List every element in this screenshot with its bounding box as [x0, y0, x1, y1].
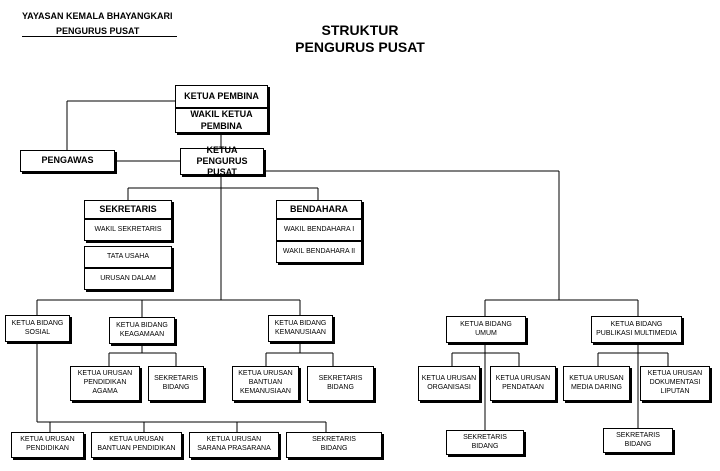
- organization-subtitle: PENGURUS PUSAT: [22, 26, 177, 37]
- ketua-bidang-publikasi-box: KETUA BIDANG PUBLIKASI MULTIMEDIA: [591, 316, 682, 343]
- ketua-bidang-keagamaan-box: KETUA BIDANG KEAGAMAAN: [109, 317, 175, 344]
- tata-usaha-box: TATA USAHA: [84, 246, 172, 268]
- ketua-urusan-bantuan-kemanusiaan-box: KETUA URUSAN BANTUAN KEMANUSIAAN: [232, 366, 299, 401]
- sekretaris-bidang-publikasi-box: SEKRETARIS BIDANG: [603, 428, 673, 453]
- sekretaris-bidang-keagamaan-box: SEKRETARIS BIDANG: [148, 366, 204, 401]
- sekretaris-bidang-kemanusiaan-box: SEKRETARIS BIDANG: [307, 366, 374, 401]
- ketua-urusan-dokumentasi-liputan-box: KETUA URUSAN DOKUMENTASI LIPUTAN: [640, 366, 710, 401]
- wakil-sekretaris-box: WAKIL SEKRETARIS: [84, 219, 172, 241]
- sekretaris-bidang-umum-box: SEKRETARIS BIDANG: [446, 430, 524, 455]
- wakil-bendahara-2-box: WAKIL BENDAHARA II: [276, 241, 362, 263]
- chart-title-line-2: PENGURUS PUSAT: [295, 39, 425, 55]
- ketua-pembina-box: KETUA PEMBINA: [175, 85, 268, 108]
- ketua-bidang-kemanusiaan-box: KETUA BIDANG KEMANUSIAAN: [268, 315, 333, 342]
- ketua-urusan-media-daring-box: KETUA URUSAN MEDIA DARING: [563, 366, 630, 401]
- urusan-dalam-box: URUSAN DALAM: [84, 268, 172, 290]
- ketua-bidang-umum-box: KETUA BIDANG UMUM: [446, 316, 526, 343]
- ketua-urusan-pendataan-box: KETUA URUSAN PENDATAAN: [490, 366, 556, 401]
- ketua-urusan-pendidikan-agama-box: KETUA URUSAN PENDIDIKAN AGAMA: [70, 366, 140, 401]
- ketua-urusan-organisasi-box: KETUA URUSAN ORGANISASI: [418, 366, 480, 401]
- ketua-urusan-pendidikan-box: KETUA URUSAN PENDIDIKAN: [11, 432, 84, 458]
- pengawas-box: PENGAWAS: [20, 150, 115, 172]
- bendahara-box: BENDAHARA: [276, 200, 362, 219]
- wakil-bendahara-1-box: WAKIL BENDAHARA I: [276, 219, 362, 241]
- ketua-bidang-sosial-box: KETUA BIDANG SOSIAL: [5, 315, 70, 342]
- ketua-urusan-sarana-prasarana-box: KETUA URUSAN SARANA PRASARANA: [189, 432, 279, 458]
- sekretaris-box: SEKRETARIS: [84, 200, 172, 219]
- chart-title-line-1: STRUKTUR: [321, 22, 399, 38]
- ketua-urusan-bantuan-pendidikan-box: KETUA URUSAN BANTUAN PENDIDIKAN: [91, 432, 182, 458]
- sekretaris-bidang-sosial-box: SEKRETARIS BIDANG: [286, 432, 382, 458]
- organization-name: YAYASAN KEMALA BHAYANGKARI: [22, 11, 173, 21]
- wakil-ketua-pembina-box: WAKIL KETUA PEMBINA: [175, 108, 268, 133]
- ketua-pengurus-pusat-box: KETUA PENGURUS PUSAT: [180, 145, 264, 177]
